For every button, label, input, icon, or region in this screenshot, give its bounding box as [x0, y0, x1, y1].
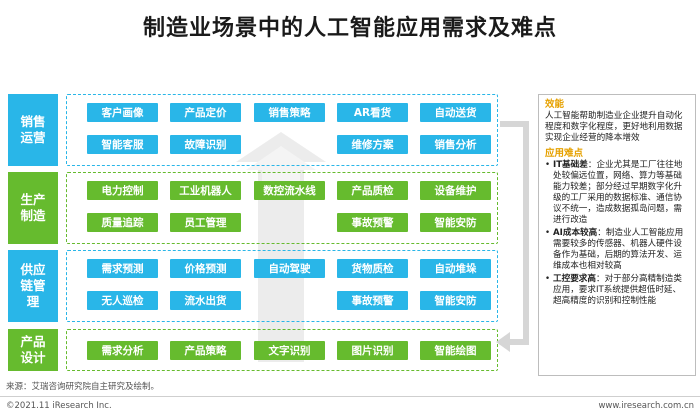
connector-arrow-icon: [496, 121, 529, 352]
background-up-arrow-icon: [236, 132, 326, 362]
band-label: 供应 链管 理: [8, 250, 58, 322]
application-chip: 质量追踪: [87, 213, 158, 232]
application-chip: 产品定价: [170, 103, 241, 122]
application-chip: 自动送货: [420, 103, 491, 122]
footer-website: www.iresearch.com.cn: [598, 401, 694, 411]
difficulty-text: ：制造业人工智能应用需要较多的传感器、机器人硬件设备作为基础，后期的算法开发、运…: [553, 228, 684, 271]
difficulty-title: 工控要求高: [553, 274, 596, 284]
application-chip: 产品质检: [337, 181, 408, 200]
difficulty-text: ：企业尤其是工厂往往地处较偏远位置，网络、算力等基础能力较差；部分经过早期数字化…: [553, 160, 683, 225]
efficacy-heading: 效能: [545, 99, 565, 110]
efficacy-text: 人工智能帮助制造业企业提升自动化程度和数字化程度，更好地利用数据实现企业经营的降…: [545, 111, 683, 143]
application-chip: 流水出货: [170, 291, 241, 310]
band-box: 需求预测价格预测自动驾驶货物质检自动堆垛无人巡检流水出货 事故预警智能安防: [66, 250, 498, 322]
application-chip: 需求预测: [87, 259, 158, 278]
application-chip: 智能安防: [420, 291, 491, 310]
application-chip: 客户画像: [87, 103, 158, 122]
band-box: 客户画像产品定价销售策略 AR看货自动送货智能客服故障识别 维修方案销售分析: [66, 94, 498, 166]
application-chip: 故障识别: [170, 135, 241, 154]
application-chip: 维修方案: [337, 135, 408, 154]
band-label: 产品 设计: [8, 329, 58, 371]
application-chip: 需求分析: [87, 341, 158, 360]
application-chip: 图片识别: [337, 341, 408, 360]
difficulty-item: AI成本较高：制造业人工智能应用需要较多的传感器、机器人硬件设备作为基础，后期的…: [545, 228, 689, 272]
application-chip: 文字识别: [254, 341, 325, 360]
application-chip: 智能绘图: [420, 341, 491, 360]
band-1: 生产 制造 电力控制工业机器人数控流水线产品质检设备维护质量追踪员工管理 事故预警智…: [8, 172, 498, 244]
application-chip: 无人巡检: [87, 291, 158, 310]
application-chip: 价格预测: [170, 259, 241, 278]
footer-divider: [0, 396, 700, 397]
application-chip: 电力控制: [87, 181, 158, 200]
difficulty-title: IT基础差: [553, 160, 588, 170]
application-chip: 销售策略: [254, 103, 325, 122]
band-3: 产品 设计需求分析产品策略文字识别图片识别智能绘图: [8, 329, 498, 371]
side-panel: 效能 人工智能帮助制造业企业提升自动化程度和数字化程度，更好地利用数据实现企业经…: [538, 94, 696, 376]
difficulty-item: 工控要求高：对于部分高精制造类应用，要求IT系统提供超低时延、超高精度的识别和控…: [545, 274, 689, 307]
application-chip: 货物质检: [337, 259, 408, 278]
application-chip: 自动堆垛: [420, 259, 491, 278]
band-label: 销售 运营: [8, 94, 58, 166]
application-chip: 员工管理: [170, 213, 241, 232]
application-chip: 事故预警: [337, 291, 408, 310]
band-2: 供应 链管 理 需求预测价格预测自动驾驶货物质检自动堆垛无人巡检流水出货 事故预警智…: [8, 250, 498, 322]
application-chip: 智能安防: [420, 213, 491, 232]
source-note: 来源：艾瑞咨询研究院自主研究及绘制。: [6, 382, 160, 392]
band-0: 销售 运营 客户画像产品定价销售策略 AR看货自动送货智能客服故障识别 维修方案销售分…: [8, 94, 498, 166]
application-chip: 产品策略: [170, 341, 241, 360]
application-chip: 数控流水线: [254, 181, 325, 200]
application-chip: 事故预警: [337, 213, 408, 232]
application-chip: 智能客服: [87, 135, 158, 154]
band-box: 需求分析产品策略文字识别图片识别智能绘图: [66, 329, 498, 371]
difficulty-heading: 应用难点: [545, 148, 584, 159]
band-label: 生产 制造: [8, 172, 58, 244]
application-chip: 设备维护: [420, 181, 491, 200]
difficulty-list: IT基础差：企业尤其是工厂往往地处较偏远位置，网络、算力等基础能力较差；部分经过…: [545, 160, 689, 307]
page-title: 制造业场景中的人工智能应用需求及难点: [142, 16, 557, 41]
band-box: 电力控制工业机器人数控流水线产品质检设备维护质量追踪员工管理 事故预警智能安防: [66, 172, 498, 244]
footer-copyright: ©2021.11 iResearch Inc.: [6, 401, 112, 411]
difficulty-title: AI成本较高: [553, 228, 598, 238]
application-chip: 自动驾驶: [254, 259, 325, 278]
difficulty-item: IT基础差：企业尤其是工厂往往地处较偏远位置，网络、算力等基础能力较差；部分经过…: [545, 160, 689, 226]
application-chip: 销售分析: [420, 135, 491, 154]
application-chip: AR看货: [337, 103, 408, 122]
application-chip: 工业机器人: [170, 181, 241, 200]
difficulty-text: ：对于部分高精制造类应用，要求IT系统提供超低时延、超高精度的识别和控制性能: [553, 274, 682, 306]
